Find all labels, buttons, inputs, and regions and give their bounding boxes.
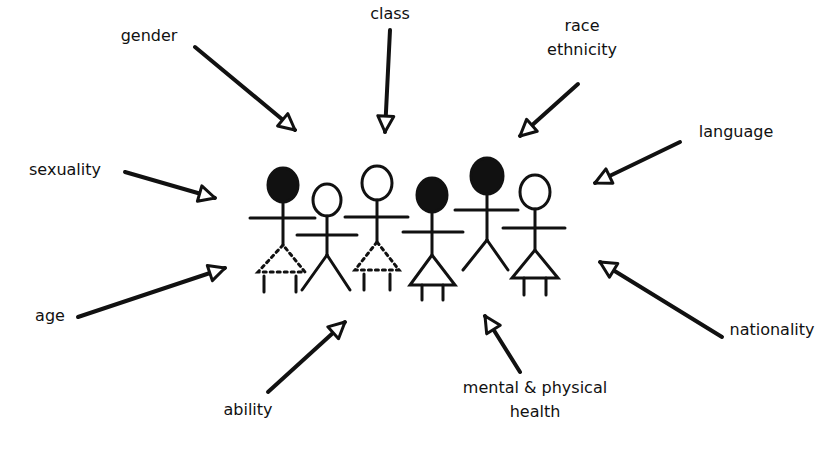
pointer-arrow xyxy=(125,172,215,198)
category-label: gender xyxy=(104,24,194,48)
pointer-arrow xyxy=(78,268,225,317)
figure-arms xyxy=(297,234,357,237)
figure-head xyxy=(520,175,550,209)
figure-body xyxy=(376,200,379,242)
figure-arms xyxy=(455,209,518,212)
figure-leg xyxy=(463,240,487,270)
figure-leg xyxy=(545,278,548,295)
figure-leg xyxy=(389,274,392,290)
figure-leg xyxy=(442,285,445,300)
figure-skirt xyxy=(512,250,558,278)
figure-skirt xyxy=(355,242,399,270)
pointer-arrow xyxy=(268,322,345,392)
category-label: language xyxy=(686,120,786,144)
figure-leg xyxy=(363,274,366,290)
pointer-arrow xyxy=(485,316,520,372)
figure-body xyxy=(282,202,285,245)
figure-arms xyxy=(250,217,315,220)
category-label: class xyxy=(355,2,425,26)
category-label: nationality xyxy=(722,318,822,342)
figure-skirt xyxy=(258,245,305,272)
category-label: sexuality xyxy=(10,158,120,182)
figure-leg xyxy=(327,255,350,290)
figure-head xyxy=(362,166,392,200)
pointer-arrow xyxy=(600,262,722,337)
pointer-arrow xyxy=(195,47,295,130)
figure-head xyxy=(471,158,503,194)
figure-leg xyxy=(523,278,526,295)
figure-head xyxy=(417,178,447,212)
figure-leg xyxy=(302,255,327,290)
category-label: race ethnicity xyxy=(532,14,632,62)
figure-head xyxy=(268,168,298,202)
category-label: mental & physical health xyxy=(455,376,615,424)
figure-skirt xyxy=(410,255,455,285)
category-label: age xyxy=(20,304,80,328)
figure-arms xyxy=(503,227,565,230)
figure-leg xyxy=(295,276,298,292)
category-label: ability xyxy=(208,398,288,422)
figure-leg xyxy=(487,240,508,270)
pointer-arrow xyxy=(385,30,390,132)
figure-arms xyxy=(403,231,463,234)
figure-head xyxy=(313,184,341,216)
figure-body xyxy=(486,194,489,240)
figure-arms xyxy=(345,216,408,219)
stick-figures xyxy=(250,158,565,300)
figure-leg xyxy=(421,285,424,300)
pointer-arrow xyxy=(595,142,680,183)
figure-leg xyxy=(263,276,266,292)
pointer-arrow xyxy=(520,84,578,136)
